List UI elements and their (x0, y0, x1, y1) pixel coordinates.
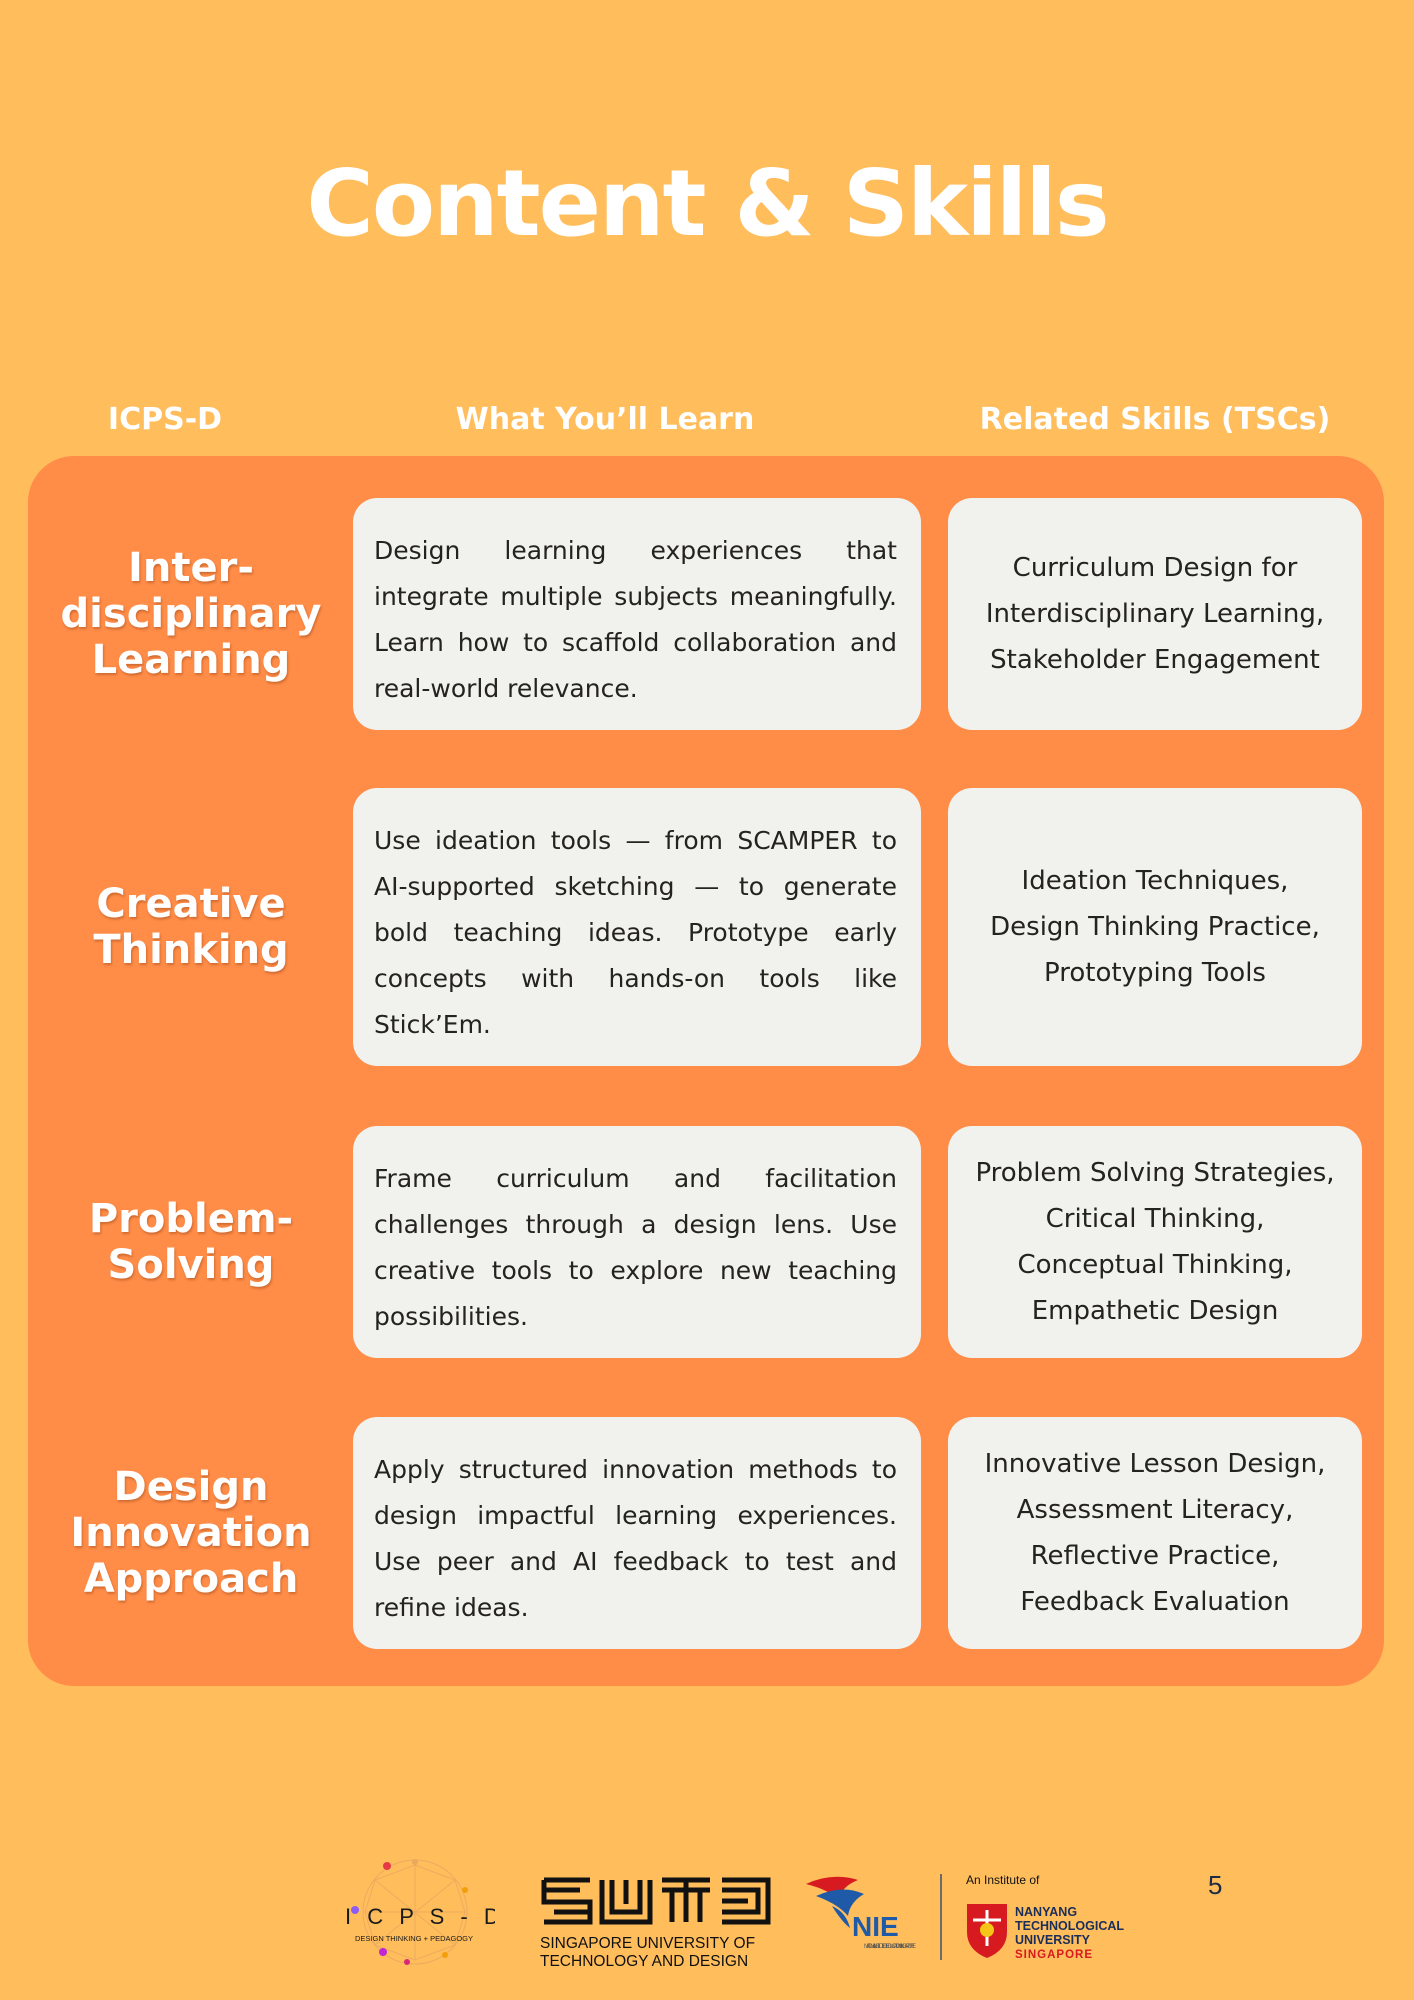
learn-card: Frame curriculum and facilitation challe… (353, 1126, 921, 1358)
topic-label: Design Innovation Approach (70, 1464, 312, 1602)
skills-card: Curriculum Design for Interdisciplinary … (948, 498, 1362, 730)
topic-label: Inter- disciplinary Learning (60, 545, 322, 683)
page-number: 5 (1208, 1870, 1223, 1900)
nie-logo-subtext: NATIONAL INSTITUTE OF EDUCATION SINGAPOR… (864, 1944, 916, 1950)
skills-card: Innovative Lesson Design, Assessment Lit… (948, 1417, 1362, 1649)
sutd-logo: SINGAPORE UNIVERSITY OF TECHNOLOGY AND D… (540, 1877, 771, 1970)
ntu-logo-line3: UNIVERSITY (1015, 1933, 1091, 1947)
skills-text: Problem Solving Strategies, Critical Thi… (975, 1158, 1335, 1326)
skills-card: Ideation Techniques, Design Thinking Pra… (948, 788, 1362, 1066)
learn-text: Frame curriculum and facilitation challe… (374, 1164, 897, 1331)
ntu-logo-line2: TECHNOLOGICAL (1015, 1919, 1124, 1933)
learn-text: Design learning experiences that integra… (374, 536, 897, 703)
ntu-logo: An Institute of NANYANG TECHNOLOGICAL UN… (966, 1873, 1124, 1961)
icpsd-logo-tagline: DESIGN THINKING + PEDAGOGY (355, 1934, 473, 1943)
learn-card: Apply structured innovation methods to d… (353, 1417, 921, 1649)
icpsd-logo-name: I C P S - D (345, 1904, 495, 1929)
topic-label: Creative Thinking (93, 881, 289, 973)
topic-label: Problem- Solving (88, 1196, 294, 1288)
nie-logo: NIE NATIONAL INSTITUTE OF EDUCATION SING… (806, 1876, 916, 1950)
sutd-logo-line1: SINGAPORE UNIVERSITY OF (540, 1935, 755, 1952)
column-header-learn: What You’ll Learn (455, 402, 755, 437)
skills-text: Curriculum Design for Interdisciplinary … (985, 553, 1325, 675)
ntu-logo-prefix: An Institute of (966, 1873, 1040, 1887)
ntu-logo-line1: NANYANG (1015, 1905, 1077, 1919)
skills-text: Ideation Techniques, Design Thinking Pra… (990, 866, 1320, 988)
footer-logos: I C P S - D DESIGN THINKING + PEDAGOGY S… (0, 1840, 1414, 1980)
column-header-icpsd: ICPS-D (107, 402, 223, 437)
learn-text: Use ideation tools — from SCAMPER to AI-… (374, 826, 897, 1039)
nie-logo-name: NIE (852, 1911, 899, 1942)
column-header-skills: Related Skills (TSCs) (979, 402, 1331, 437)
learn-card: Design learning experiences that integra… (353, 498, 921, 730)
skills-card: Problem Solving Strategies, Critical Thi… (948, 1126, 1362, 1358)
ntu-logo-line4: SINGAPORE (1015, 1949, 1093, 1961)
skills-text: Innovative Lesson Design, Assessment Lit… (984, 1449, 1326, 1617)
learn-card: Use ideation tools — from SCAMPER to AI-… (353, 788, 921, 1066)
learn-text: Apply structured innovation methods to d… (374, 1455, 897, 1622)
content-table-panel: Inter- disciplinary Learning Design lear… (28, 456, 1384, 1686)
logo-divider (940, 1874, 942, 1960)
sutd-logo-line2: TECHNOLOGY AND DESIGN (540, 1953, 748, 1970)
page-title: Content & Skills (306, 150, 1109, 257)
icpsd-logo: I C P S - D DESIGN THINKING + PEDAGOGY (345, 1859, 495, 1965)
